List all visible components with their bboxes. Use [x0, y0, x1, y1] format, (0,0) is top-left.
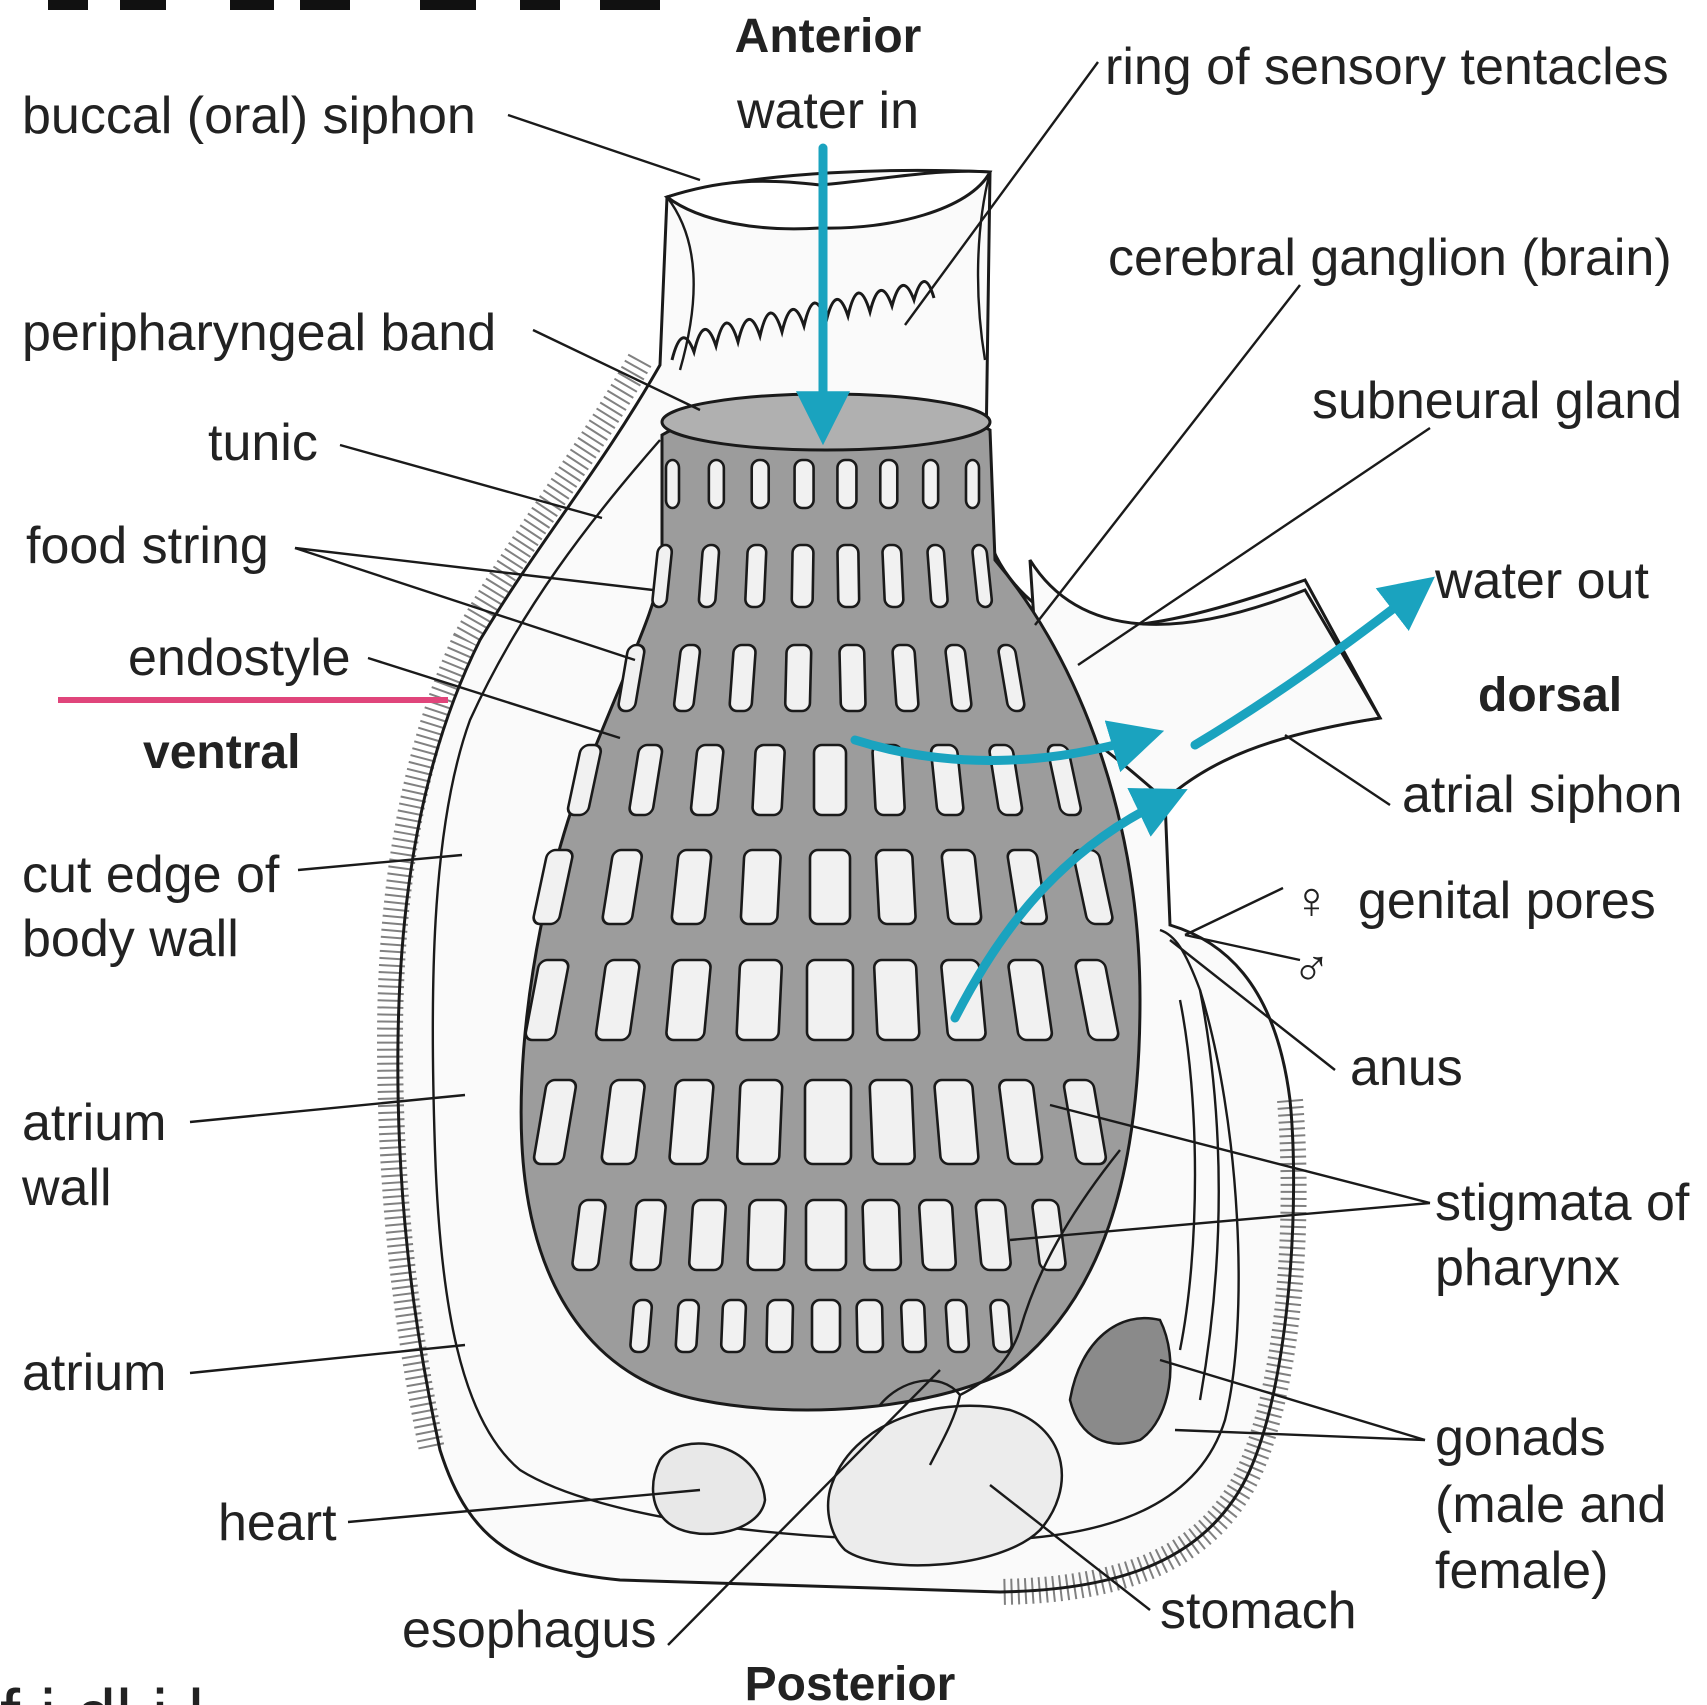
stigma-slit — [689, 1200, 726, 1270]
stigma-slit — [669, 1080, 714, 1164]
label-ring-of-sensory-tentacles: ring of sensory tentacles — [1105, 38, 1669, 96]
stigma-slit — [901, 1300, 926, 1352]
stigma-slit — [690, 745, 724, 815]
stigma-slit — [839, 645, 865, 711]
label-male-symbol: ♂ — [1292, 940, 1331, 998]
stigma-slit — [856, 1300, 883, 1352]
label-water-out: water out — [1434, 552, 1649, 610]
stigma-slit — [919, 1200, 956, 1270]
stigma-slit — [675, 1300, 699, 1352]
cropped-title-fragment — [48, 0, 660, 10]
stigma-slit — [792, 545, 814, 607]
label-atrium-wall-1: atrium — [22, 1094, 166, 1152]
stigma-slit — [752, 745, 785, 815]
label-atrium: atrium — [22, 1344, 166, 1402]
stigma-slit — [785, 645, 811, 711]
stigma-slit — [698, 545, 719, 607]
stigma-slit — [729, 645, 756, 711]
stigma-slit — [941, 850, 982, 924]
stigma-slit — [766, 1300, 793, 1352]
stigma-slit — [752, 460, 769, 508]
label-stomach: stomach — [1160, 1582, 1357, 1640]
label-anus: anus — [1350, 1039, 1463, 1097]
label-stigmata-2: pharynx — [1435, 1239, 1620, 1297]
label-peripharyngeal-band: peripharyngeal band — [22, 304, 496, 362]
label-endostyle: endostyle — [128, 629, 351, 687]
cropped-fragment-bottom: f i dl i l — [0, 1676, 204, 1705]
stigma-slit — [966, 460, 979, 508]
stigma-slit — [741, 850, 781, 924]
stigma-slit — [814, 745, 846, 815]
label-heart: heart — [218, 1494, 337, 1552]
label-gonads-1: gonads — [1435, 1409, 1606, 1467]
stigma-slit — [807, 960, 853, 1040]
stigma-slit — [666, 960, 712, 1040]
label-esophagus: esophagus — [402, 1601, 656, 1659]
stigma-slit — [630, 1200, 666, 1270]
label-water-in: water in — [736, 82, 919, 140]
label-gonads-3: female) — [1435, 1542, 1608, 1600]
label-gonads-2: (male and — [1435, 1476, 1666, 1534]
stigma-slit — [837, 545, 859, 607]
label-anterior: Anterior — [735, 10, 922, 63]
stigma-slit — [666, 460, 679, 508]
stigma-slit — [882, 545, 904, 607]
stigma-slit — [812, 1300, 840, 1352]
label-buccal-siphon: buccal (oral) siphon — [22, 87, 476, 145]
stigma-slit — [934, 1080, 979, 1164]
label-dorsal: dorsal — [1478, 669, 1622, 722]
label-cut-edge-1: cut edge of — [22, 846, 280, 904]
stigma-slit — [837, 460, 856, 508]
stigma-slit — [736, 960, 782, 1040]
label-atrium-wall-2: wall — [21, 1159, 112, 1217]
stigma-slit — [880, 460, 897, 508]
label-stigmata-1: stigmata of — [1435, 1174, 1690, 1232]
stigma-slit — [892, 645, 919, 711]
stigma-slit — [630, 1300, 653, 1352]
stigma-slit — [874, 960, 920, 1040]
label-posterior: Posterior — [745, 1658, 956, 1705]
stigma-slit — [747, 1200, 786, 1270]
stigma-slit — [862, 1200, 901, 1270]
stigma-slit — [709, 460, 724, 508]
label-subneural-gland: subneural gland — [1312, 372, 1682, 430]
stigma-slit — [876, 850, 916, 924]
stigma-slit — [990, 1300, 1013, 1352]
ascidian-body — [390, 170, 1380, 1592]
label-tunic: tunic — [208, 414, 318, 472]
label-atrial-siphon: atrial siphon — [1402, 766, 1682, 824]
stigma-slit — [795, 460, 814, 508]
stigma-slit — [671, 850, 712, 924]
stigma-slit — [737, 1080, 782, 1164]
stigma-slit — [923, 460, 938, 508]
label-cut-edge-2: body wall — [22, 910, 239, 968]
stigma-slit — [806, 1200, 846, 1270]
label-genital-pores: genital pores — [1358, 872, 1656, 930]
stigma-slit — [945, 1300, 969, 1352]
label-female-symbol: ♀ — [1292, 872, 1331, 930]
stigma-slit — [810, 850, 850, 924]
label-cerebral-ganglion: cerebral ganglion (brain) — [1108, 229, 1672, 287]
label-ventral: ventral — [143, 726, 300, 779]
stigma-slit — [869, 1080, 914, 1164]
stigma-slit — [721, 1300, 746, 1352]
label-food-string: food string — [26, 517, 269, 575]
stigma-slit — [745, 545, 767, 607]
stigma-slit — [805, 1080, 851, 1164]
stigma-slit — [927, 545, 948, 607]
stigma-slit — [975, 1200, 1011, 1270]
